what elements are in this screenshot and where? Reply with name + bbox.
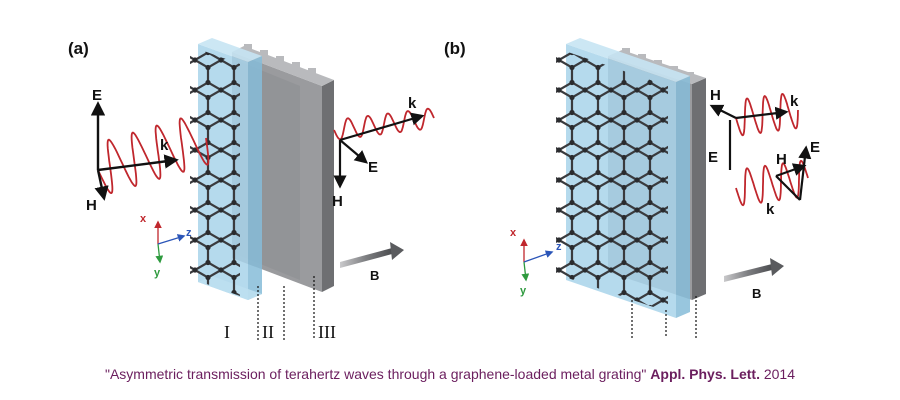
- incident-h-vector: [94, 169, 109, 201]
- b-field-rod: [340, 248, 392, 268]
- z-axis-label: z: [186, 227, 192, 239]
- y-axis-arrow: [155, 243, 164, 264]
- y-axis-label: y: [154, 267, 161, 279]
- transmitted-e-vector: [339, 139, 369, 164]
- panel-b-field-b: B: [724, 258, 784, 301]
- lower-h-vector: [775, 163, 807, 178]
- upper-h-label: H: [710, 87, 721, 104]
- panel-a: (a): [68, 38, 435, 342]
- region-label-1: I: [224, 322, 230, 342]
- upper-k-vector: [735, 106, 789, 120]
- panel-a-transmitted-wave: k E H: [332, 95, 435, 210]
- lower-e-left-label: E: [708, 149, 718, 166]
- panel-a-field-b: B: [340, 242, 404, 283]
- transmitted-h-label: H: [332, 193, 343, 210]
- transmitted-k-label: k: [408, 95, 417, 112]
- panel-b-upper-wave: H k: [709, 87, 799, 137]
- panel-b: (b) H k: [444, 38, 820, 338]
- z-axis-arrow: [157, 234, 186, 245]
- b-field-label: B: [752, 286, 761, 301]
- lower-k-label: k: [766, 201, 775, 218]
- upper-k-label: k: [790, 93, 799, 110]
- x-axis-label: x: [510, 227, 517, 239]
- panel-a-axes: x y z: [140, 213, 192, 279]
- transmitted-wave-curve: [333, 107, 435, 141]
- figure-caption: "Asymmetric transmission of terahertz wa…: [0, 366, 900, 382]
- panel-a-grating-teeth: [244, 44, 316, 78]
- z-axis-label: z: [556, 241, 562, 253]
- panel-b-axes: x y z: [510, 227, 562, 297]
- y-axis-label: y: [520, 285, 527, 297]
- panel-b-region-dividers: [631, 296, 697, 338]
- lower-e-right-label: E: [810, 139, 820, 156]
- b-field-arrowhead: [770, 258, 784, 276]
- z-axis-arrow: [523, 250, 554, 263]
- panel-a-graphene-sheet: [190, 46, 240, 296]
- panel-b-graphene-sheet: [556, 48, 668, 312]
- panel-a-label: (a): [68, 39, 89, 58]
- lower-wave-curve: [735, 159, 809, 207]
- panel-a-incident-wave: E k H: [86, 87, 210, 214]
- region-label-3: III: [318, 322, 336, 342]
- upper-h-vector: [709, 104, 737, 119]
- b-field-rod: [724, 264, 772, 282]
- x-axis-label: x: [140, 213, 147, 225]
- incident-k-label: k: [160, 137, 169, 154]
- b-field-arrowhead: [390, 242, 404, 260]
- b-field-label: B: [370, 268, 379, 283]
- lower-connector: [775, 175, 801, 201]
- upper-wave-curve: [735, 92, 799, 137]
- incident-h-label: H: [86, 197, 97, 214]
- panel-a-region-dividers: [257, 276, 315, 340]
- lower-e-right-vector: [798, 145, 812, 201]
- panel-b-label: (b): [444, 39, 466, 58]
- transmitted-e-label: E: [368, 159, 378, 176]
- caption-journal: Appl. Phys. Lett.: [650, 366, 760, 382]
- incident-e-label: E: [92, 87, 102, 104]
- caption-year: 2014: [763, 366, 796, 382]
- panel-b-lower-wave: E H E k: [708, 120, 820, 218]
- lower-h-label: H: [776, 151, 787, 168]
- caption-title: "Asymmetric transmission of terahertz wa…: [104, 366, 647, 382]
- region-label-2: II: [262, 322, 274, 342]
- incident-wave-curve: [97, 117, 210, 195]
- y-axis-arrow: [521, 261, 530, 282]
- incident-k-vector: [97, 154, 179, 172]
- transmitted-k-vector: [339, 112, 425, 142]
